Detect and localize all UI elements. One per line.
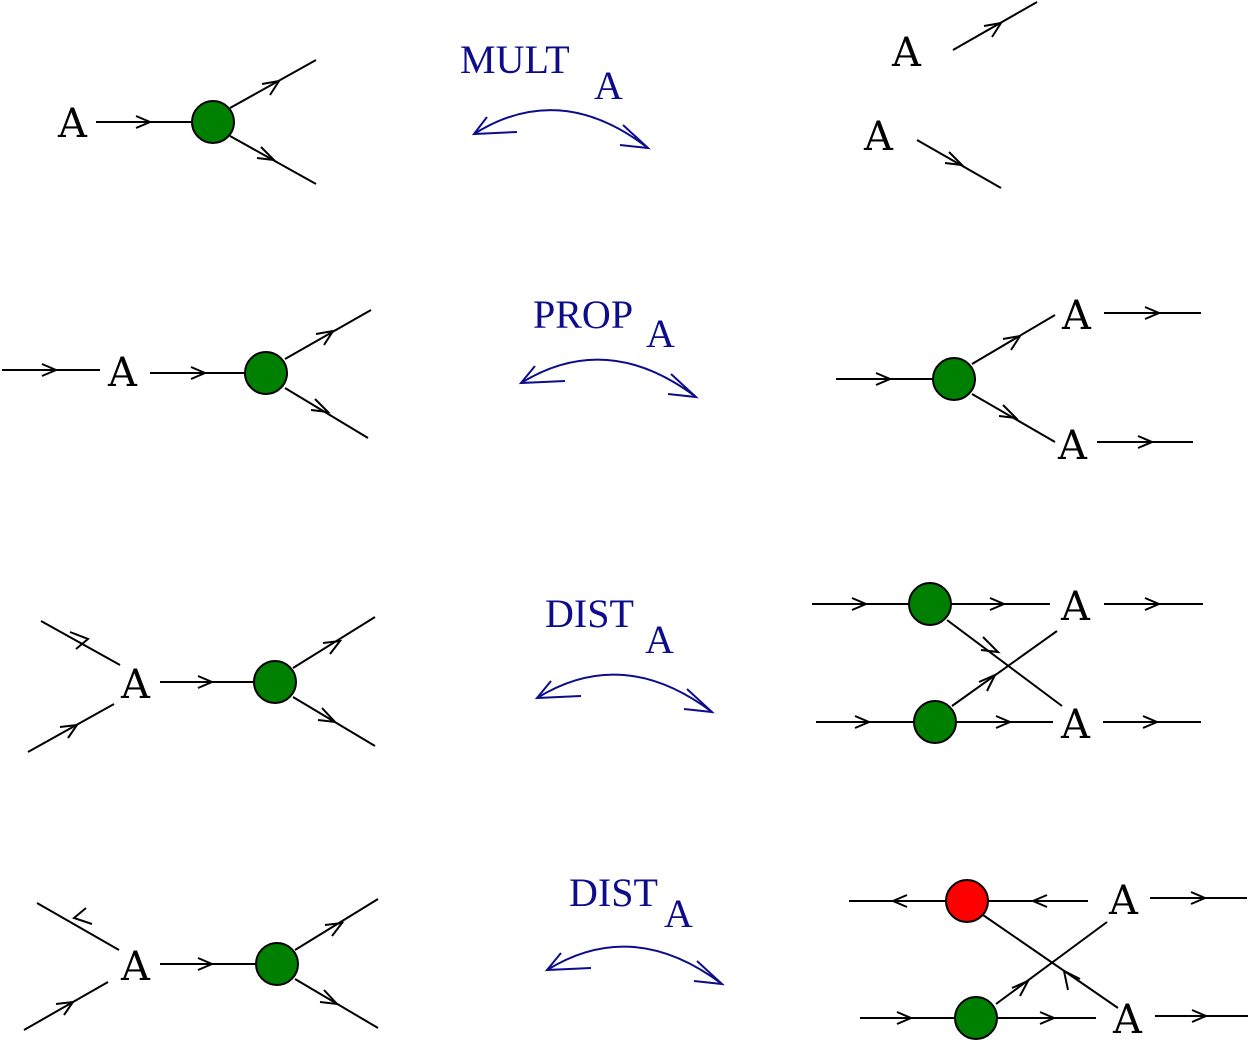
node-label: A	[1060, 584, 1091, 630]
red-node	[945, 879, 989, 923]
node-label: A	[891, 30, 922, 76]
node-label: A	[1112, 997, 1143, 1041]
move-subscript: A	[646, 311, 675, 356]
mult-right-graph	[916, 1, 1038, 189]
row-dist-2: A DIST A	[23, 870, 1248, 1041]
move-subscript: A	[594, 63, 623, 108]
prop-right-graph	[836, 306, 1201, 449]
mult-left-graph	[96, 59, 317, 185]
green-node	[244, 351, 288, 395]
node-label: A	[107, 350, 138, 396]
row-dist-1: A DIST A	[27, 582, 1203, 753]
double-arrow-icon	[534, 673, 715, 714]
prop-left-graph	[2, 309, 372, 439]
svg-text:DIST A: DIST A	[569, 870, 693, 936]
double-arrow-icon	[544, 945, 725, 986]
node-label: A	[120, 944, 151, 990]
prop-move: PROP A	[518, 292, 699, 399]
move-name: MULT	[460, 37, 569, 82]
green-node	[253, 660, 297, 704]
node-label: A	[57, 101, 88, 147]
row-mult: A MULT A A A	[57, 1, 1038, 189]
node-label: A	[863, 114, 894, 160]
svg-text:PROP A: PROP A	[533, 292, 675, 356]
move-name: DIST	[569, 870, 657, 915]
mult-move: MULT A	[460, 37, 651, 150]
green-node	[908, 582, 952, 626]
double-arrow-icon	[518, 358, 699, 399]
node-label: A	[1061, 293, 1092, 339]
svg-text:MULT A: MULT A	[460, 37, 623, 108]
green-node	[255, 942, 299, 986]
svg-text:DIST A: DIST A	[545, 591, 674, 662]
node-label: A	[1108, 878, 1139, 924]
dist2-left-graph	[23, 898, 379, 1031]
double-arrow-icon	[471, 109, 651, 150]
dist2-right-graph	[849, 891, 1248, 1025]
move-name: PROP	[533, 292, 632, 337]
node-label: A	[1060, 702, 1091, 748]
dist1-left-graph	[27, 616, 376, 753]
node-label: A	[1057, 423, 1088, 469]
green-node	[191, 100, 235, 144]
move-subscript: A	[664, 891, 693, 936]
row-prop: A PROP A A A	[2, 292, 1201, 469]
move-subscript: A	[645, 617, 674, 662]
green-node	[932, 357, 976, 401]
green-node	[954, 996, 998, 1040]
dist1-move: DIST A	[534, 591, 715, 714]
green-node	[913, 700, 957, 744]
dist2-move: DIST A	[544, 870, 725, 986]
move-name: DIST	[545, 591, 633, 636]
dist1-right-graph	[812, 597, 1203, 729]
node-label: A	[120, 662, 151, 708]
